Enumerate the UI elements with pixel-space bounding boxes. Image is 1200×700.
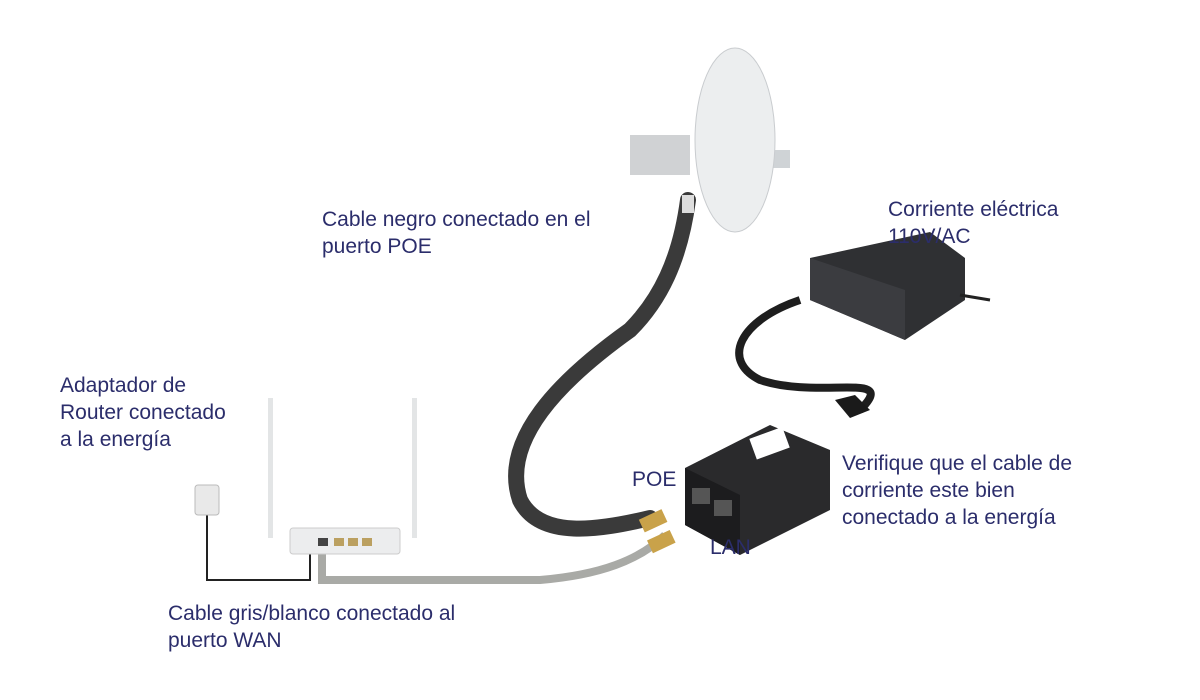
lan-port-label: LAN bbox=[710, 536, 751, 559]
poe-injector-icon bbox=[685, 395, 870, 555]
power-adapter-icon bbox=[194, 484, 220, 516]
antenna-cable-label: Cable negro conectado en el puerto POE bbox=[322, 208, 591, 258]
router-icon bbox=[268, 398, 417, 555]
adapter-wire bbox=[206, 510, 311, 581]
power-strip-icon bbox=[810, 232, 991, 340]
router-adapter-label: Adaptador de Router conectado a la energ… bbox=[60, 374, 226, 451]
power-cord bbox=[735, 296, 875, 413]
antenna-icon bbox=[630, 47, 790, 233]
verify-label: Verifique que el cable de corriente este… bbox=[842, 452, 1073, 529]
power-label: Corriente eléctrica 110V/AC bbox=[888, 198, 1059, 248]
wan-cable-label: Cable gris/blanco conectado al puerto WA… bbox=[168, 602, 456, 652]
poe-port-label: POE bbox=[632, 468, 677, 491]
black-cable bbox=[508, 192, 696, 537]
